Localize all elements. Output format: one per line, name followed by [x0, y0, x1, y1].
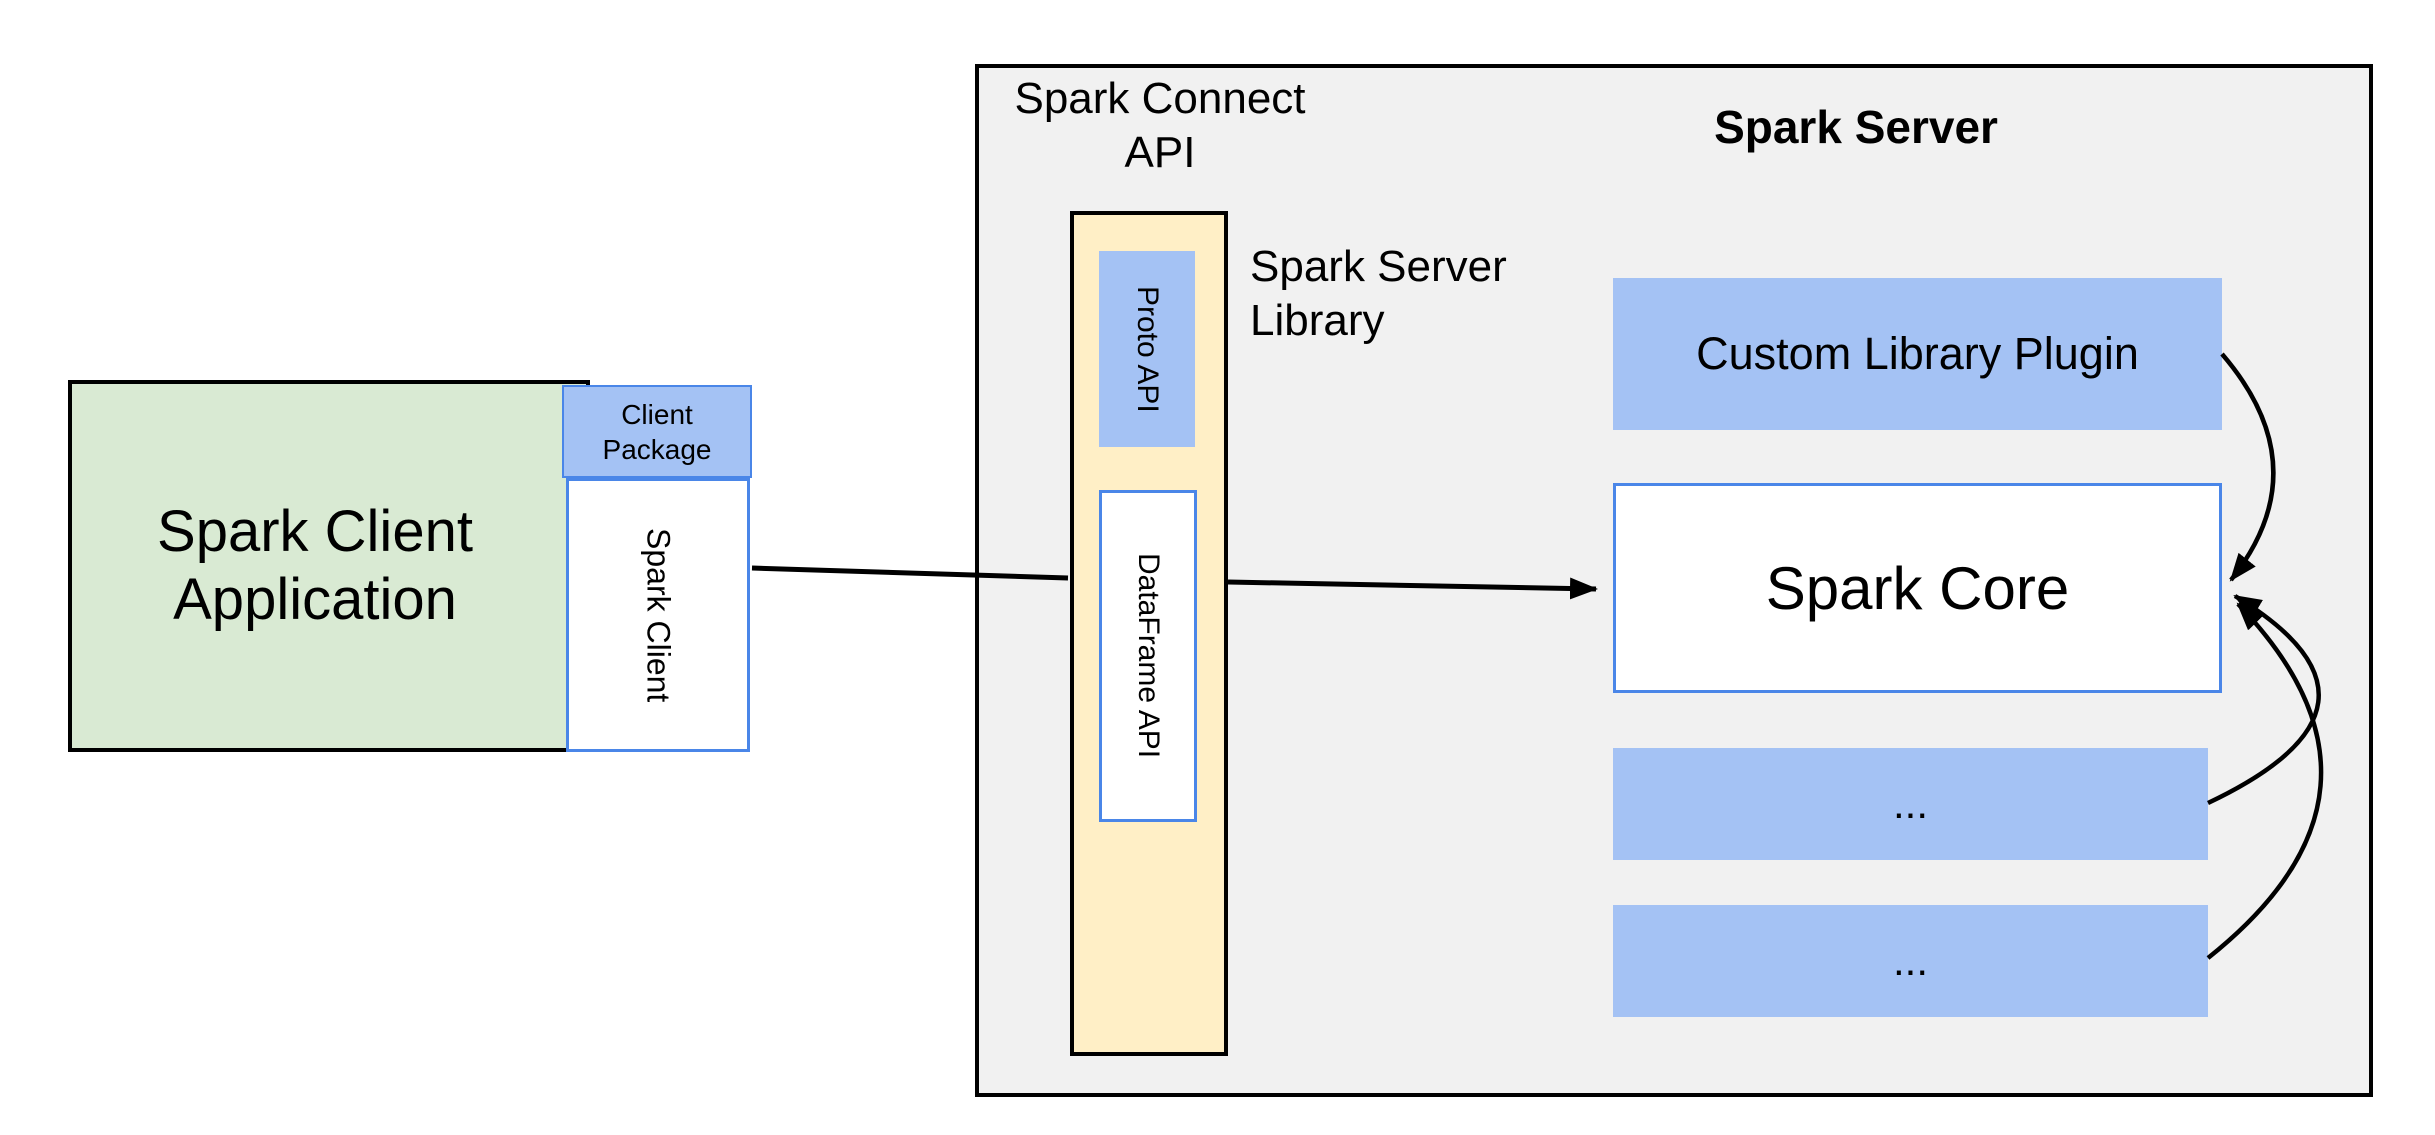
custom-library-plugin-label: Custom Library Plugin: [1696, 328, 2139, 379]
spark-connect-api-title: Spark Connect API: [1000, 72, 1320, 180]
spark-client-application-label-line1: Spark Client: [157, 499, 473, 564]
custom-library-plugin-box: Custom Library Plugin: [1613, 278, 2222, 430]
ellipsis-box-2-label: ...: [1892, 937, 1928, 984]
spark-core-label: Spark Core: [1765, 554, 2070, 622]
spark-connect-api-title-line1: Spark Connect: [1014, 74, 1306, 123]
ellipsis-box-2: ...: [1613, 905, 2208, 1017]
spark-server-title: Spark Server: [1714, 101, 1998, 153]
spark-connect-api-title-line2: API: [1124, 128, 1196, 177]
ellipsis-box-1-label: ...: [1892, 780, 1928, 827]
client-package-box: Client Package: [562, 385, 752, 478]
proto-api-label: Proto API: [1131, 285, 1164, 413]
client-package-label-line2: Package: [602, 433, 712, 465]
spark-client-label: Spark Client: [640, 527, 677, 703]
ellipsis-box-1: ...: [1613, 748, 2208, 860]
spark-server-library-label-line2: Library: [1250, 296, 1385, 345]
spark-server-library-label-line1: Spark Server: [1250, 242, 1507, 291]
spark-client-application-label-line2: Application: [173, 567, 457, 632]
spark-client-box: Spark Client: [566, 478, 750, 752]
spark-server-library-label: Spark Server Library: [1250, 240, 1570, 348]
spark-core-box: Spark Core: [1613, 483, 2222, 693]
dataframe-api-box: DataFrame API: [1099, 490, 1197, 822]
spark-client-application-label: Spark Client Application: [68, 380, 562, 752]
dataframe-api-label: DataFrame API: [1132, 553, 1165, 759]
spark-client-application-box: [68, 380, 590, 752]
proto-api-box: Proto API: [1099, 251, 1195, 447]
client-package-label-line1: Client: [621, 398, 693, 430]
